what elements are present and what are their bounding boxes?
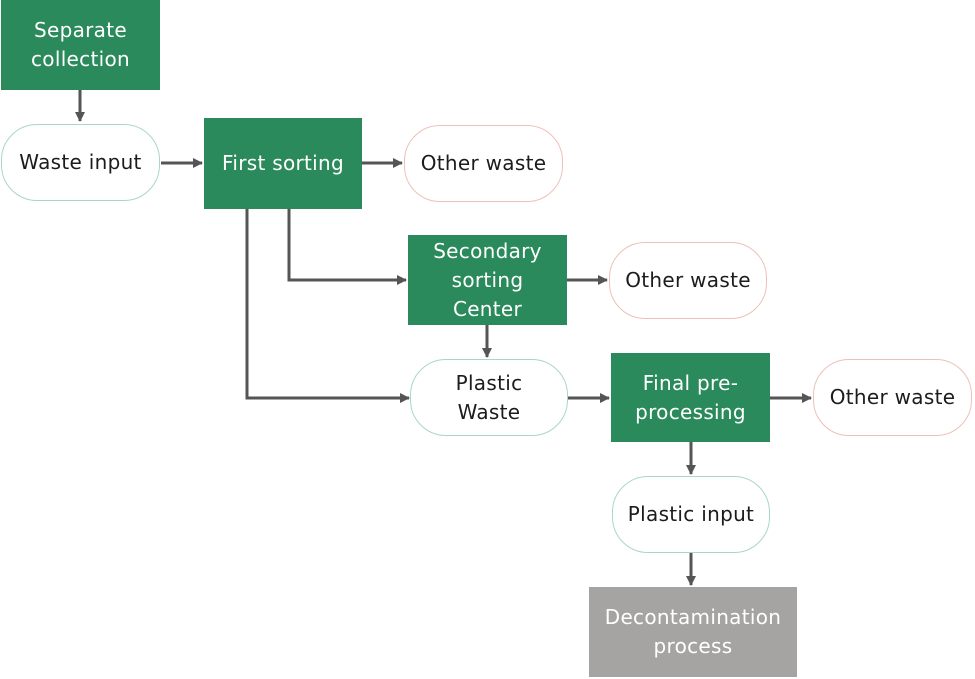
separate-collection-label: Separate collection	[31, 18, 130, 71]
other-waste-node-3: Other waste	[813, 359, 972, 436]
first-sorting-label: First sorting	[222, 151, 344, 175]
final-preprocessing-label: Final pre- processing	[635, 370, 746, 424]
other-waste-node-1: Other waste	[404, 125, 563, 202]
decontamination-label: Decontamination process	[604, 605, 782, 658]
decontamination-node: Decontamination process	[589, 587, 797, 677]
plastic-input-label: Plastic input	[627, 502, 755, 526]
separate-collection-node: Separate collection	[1, 0, 160, 90]
final-preprocessing-node: Final pre- processing	[611, 353, 770, 442]
other-waste-label-1: Other waste	[420, 151, 547, 175]
edge-first-sorting-to-secondary-sorting	[287, 209, 407, 285]
secondary-sorting-node: Secondary sorting Center	[408, 235, 567, 325]
secondary-sorting-label: Secondary sorting Center	[433, 238, 542, 321]
other-waste-label-2: Other waste	[625, 268, 751, 292]
edge-first-sorting-to-plastic-waste	[245, 209, 410, 403]
plastic-waste-node: Plastic Waste	[410, 359, 568, 436]
other-waste-label-3: Other waste	[829, 385, 956, 409]
waste-input-label: Waste input	[19, 150, 142, 174]
other-waste-node-2: Other waste	[609, 242, 767, 319]
plastic-input-node: Plastic input	[612, 476, 770, 553]
first-sorting-node: First sorting	[204, 118, 362, 209]
waste-input-node: Waste input	[1, 124, 160, 201]
plastic-waste-label: Plastic Waste	[455, 370, 523, 424]
